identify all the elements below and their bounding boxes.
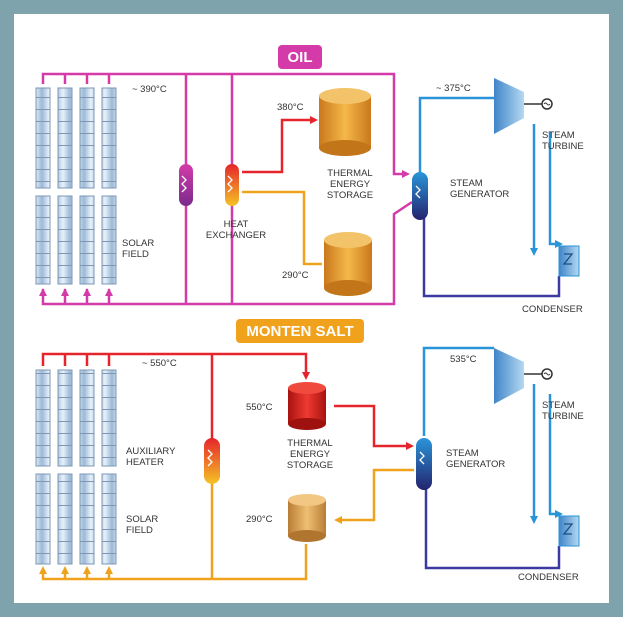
salt-title: MONTEN SALT [246, 323, 353, 340]
salt-storage-label-2: ENERGY [290, 449, 331, 460]
oil-cold-tank-temp: 290°C [282, 270, 309, 281]
salt-hot-tank-temp: 550°C [246, 402, 273, 413]
salt-steam-turbine-icon [494, 348, 524, 404]
oil-water-steam-pipes [418, 96, 561, 298]
oil-flow-arrows [39, 170, 410, 296]
oil-hot-tank-temp: 380°C [277, 102, 304, 113]
oil-section: OIL ~ 390°C 380°C 290°C THERMAL ENERGY S… [35, 45, 584, 315]
diagram-canvas: OIL ~ 390°C 380°C 290°C THERMAL ENERGY S… [35, 45, 584, 583]
oil-steam-turbine-icon [494, 78, 524, 134]
oil-storage-label-3: STORAGE [327, 190, 373, 201]
salt-solar-field [35, 369, 117, 565]
salt-heater-label-2: HEATER [126, 457, 164, 468]
salt-cold-pipes [41, 468, 414, 581]
salt-cold-tank [288, 494, 326, 542]
salt-condenser-icon [558, 515, 580, 547]
salt-hot-pipes [41, 352, 412, 448]
oil-loop-pipes [41, 72, 413, 306]
salt-water-steam-pipes [422, 346, 561, 570]
oil-storage-label-1: THERMAL [327, 168, 372, 179]
oil-hot-storage-pipe [242, 118, 314, 174]
oil-hot-tank [319, 88, 371, 156]
salt-steam-temp: 535°C [450, 354, 477, 365]
salt-turbine-label-1: STEAM [542, 400, 575, 411]
salt-storage-label-3: STORAGE [287, 460, 333, 471]
salt-flow-arrows [39, 516, 342, 574]
oil-title: OIL [288, 49, 313, 66]
diagram-frame: OIL ~ 390°C 380°C 290°C THERMAL ENERGY S… [14, 14, 609, 603]
oil-condenser-label: CONDENSER [522, 304, 583, 315]
oil-field-label-1: SOLAR [122, 238, 154, 249]
salt-field-label-1: SOLAR [126, 514, 158, 525]
auxiliary-heater-icon [204, 438, 220, 484]
salt-heater-label-1: AUXILIARY [126, 446, 176, 457]
salt-generator-label-2: GENERATOR [446, 459, 505, 470]
oil-generator-label-1: STEAM [450, 178, 483, 189]
salt-section: MONTEN SALT ~ 550°C 550°C 290°C THERMAL … [35, 319, 584, 583]
oil-cold-tank [324, 232, 372, 296]
oil-solar-exchanger-icon [179, 164, 193, 206]
oil-cold-storage-pipe [242, 190, 322, 266]
salt-storage-label-1: THERMAL [287, 438, 332, 449]
oil-turbine-label-1: STEAM [542, 130, 575, 141]
oil-exchanger-label-1: HEAT [224, 219, 249, 230]
oil-steam-temp: ~ 375°C [436, 83, 471, 94]
salt-generator-label-1: STEAM [446, 448, 479, 459]
oil-generator-label-2: GENERATOR [450, 189, 509, 200]
salt-cold-tank-temp: 290°C [246, 514, 273, 525]
oil-field-temp: ~ 390°C [132, 84, 167, 95]
salt-hot-tank [288, 382, 326, 430]
oil-heat-exchanger-icon [225, 164, 239, 206]
oil-turbine-label-2: TURBINE [542, 141, 584, 152]
oil-storage-label-2: ENERGY [330, 179, 371, 190]
salt-turbine-label-2: TURBINE [542, 411, 584, 422]
salt-field-label-2: FIELD [126, 525, 153, 536]
oil-condenser-icon [558, 245, 580, 277]
oil-exchanger-label-2: EXCHANGER [206, 230, 266, 241]
salt-title-tag [236, 319, 364, 343]
oil-solar-field [35, 87, 117, 285]
salt-condenser-label: CONDENSER [518, 572, 579, 583]
oil-title-tag [278, 45, 322, 69]
oil-steam-generator-icon [412, 172, 428, 220]
oil-field-label-2: FIELD [122, 249, 149, 260]
salt-field-temp: ~ 550°C [142, 358, 177, 369]
